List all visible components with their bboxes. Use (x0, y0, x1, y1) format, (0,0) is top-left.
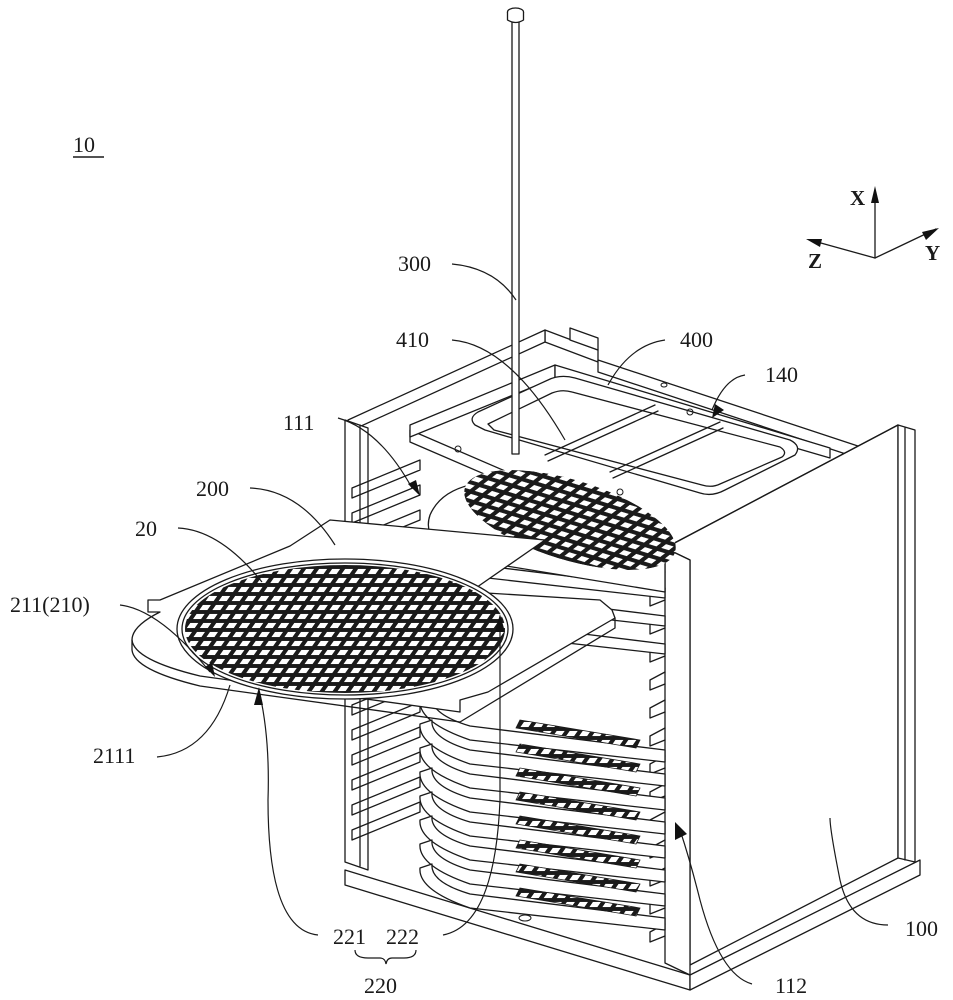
stacked-tray (419, 863, 666, 931)
stacked-tray (419, 815, 666, 883)
leader-111 (337, 417, 413, 489)
right-panel-edge (897, 424, 916, 863)
leader-410 (451, 339, 566, 441)
stacked-wafer-dies (515, 887, 641, 917)
label-222: 222 (386, 924, 419, 949)
arrow-222-icon (495, 614, 505, 632)
leader-211 (119, 604, 211, 673)
z-axis-label: Z (808, 249, 822, 273)
stacked-wafer-dies (515, 839, 641, 869)
stacked-wafer-dies (515, 791, 641, 821)
label-300: 300 (398, 251, 431, 276)
leader-221 (259, 694, 319, 936)
label-111: 111 (283, 410, 314, 435)
leader-222 (442, 622, 501, 936)
arrow-140-icon (712, 404, 724, 418)
leader-lines (119, 263, 889, 985)
right-slot (649, 727, 666, 747)
stacked-tray (419, 839, 666, 907)
right-front-post (664, 547, 691, 976)
arrow-221-icon (254, 687, 263, 705)
figure-reference: 10 (73, 132, 104, 158)
right-slot (649, 699, 666, 719)
rod-shaft (511, 21, 520, 455)
stacked-wafer-dies (515, 767, 641, 797)
figure-number: 10 (73, 132, 95, 157)
leader-200 (249, 487, 336, 546)
brace-220 (354, 949, 417, 965)
label-112: 112 (775, 973, 807, 998)
stacked-wafer-dies (515, 743, 641, 773)
stacked-tray (419, 719, 666, 787)
stacked-tray (419, 791, 666, 859)
x-axis-arrow-icon (871, 186, 879, 203)
leader-140 (711, 374, 746, 411)
wafer-dies (185, 565, 505, 693)
x-axis-label: X (850, 186, 865, 210)
extracted-tray (131, 519, 616, 723)
lid-plate (471, 375, 799, 496)
arrow-211-icon (205, 662, 215, 677)
z-axis-arrow-icon (806, 239, 822, 247)
stacked-wafer-dies (515, 863, 641, 893)
axis-indicator: X Y Z (806, 186, 940, 273)
label-100: 100 (905, 916, 938, 941)
base-plate-right (689, 859, 921, 991)
y-axis-arrow-icon (922, 228, 939, 240)
arrow-112-icon (675, 822, 687, 840)
leader-20 (177, 527, 263, 583)
label-220: 220 (364, 973, 397, 998)
label-140: 140 (765, 362, 798, 387)
label-221: 221 (333, 924, 366, 949)
leader-400 (607, 339, 666, 386)
label-400: 400 (680, 327, 713, 352)
label-2111: 2111 (93, 743, 135, 768)
label-410: 410 (396, 327, 429, 352)
leader-100 (829, 817, 889, 926)
label-20: 20 (135, 516, 157, 541)
rod (506, 7, 525, 455)
rod-cap (506, 12, 525, 24)
stacked-wafer-dies (515, 815, 641, 845)
leader-300 (451, 263, 517, 301)
leader-112 (679, 829, 753, 985)
arrow-111-icon (408, 480, 420, 496)
y-axis-label: Y (925, 241, 940, 265)
back-post-cap (569, 327, 599, 351)
reference-labels: 300 410 400 140 111 200 20 211(210) 2111… (10, 251, 938, 998)
right-slot (649, 671, 666, 691)
upper-wafer-dies (464, 470, 676, 570)
stacked-wafer-dies (515, 719, 641, 749)
right-side-panel (664, 424, 899, 966)
stacked-tray (419, 767, 666, 835)
leader-2111 (156, 684, 231, 758)
label-200: 200 (196, 476, 229, 501)
stacked-tray (419, 743, 666, 811)
label-211-210: 211(210) (10, 592, 90, 617)
